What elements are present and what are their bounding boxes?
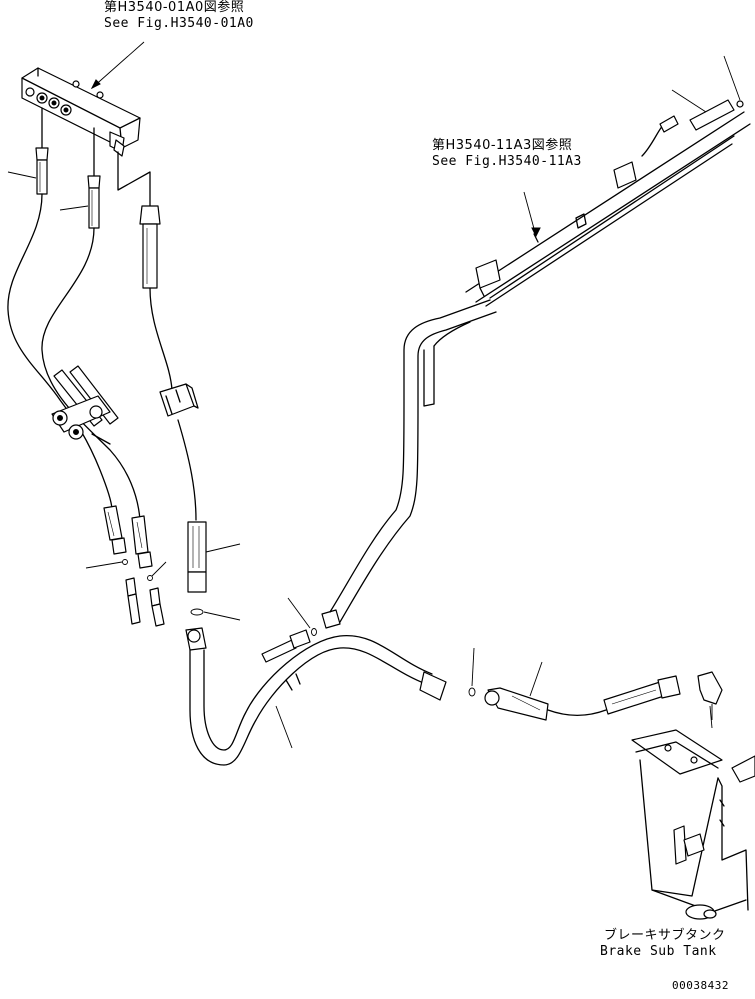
tank-label-jp: ブレーキサブタンク	[604, 928, 726, 943]
double-clamp	[51, 365, 119, 445]
hose-left-1-lower	[103, 505, 127, 555]
tube-upper	[321, 299, 497, 629]
upper-right-rails	[465, 55, 751, 307]
brake-sub-tank	[631, 729, 755, 920]
hose-left-2	[41, 127, 141, 521]
tube-lower	[185, 627, 447, 766]
hose-left-3-lower	[187, 521, 241, 593]
o-ring-left	[190, 608, 241, 621]
tank-label-en: Brake Sub Tank	[600, 944, 717, 959]
ref-top-right-en: See Fig.H3540-11A3	[432, 154, 582, 169]
drawing-number: 00038432	[672, 979, 729, 992]
hose-clamp	[159, 383, 199, 521]
ref-top-left-jp: 第H3540-01A0図参照	[104, 0, 245, 15]
hose-right	[468, 647, 723, 721]
ref-top-left-en: See Fig.H3540-01A0	[104, 16, 254, 31]
brake-manifold-block	[21, 67, 141, 157]
hose-left-2-lower	[131, 515, 153, 569]
ref-top-right-jp: 第H3540-11A3図参照	[432, 138, 573, 153]
leader-top-left-ref	[91, 41, 145, 89]
hose-left-1	[7, 107, 113, 511]
connector-mid	[261, 597, 317, 663]
leader-lines	[709, 705, 713, 729]
adapters-left	[85, 559, 167, 627]
hose-left-3	[117, 151, 173, 391]
